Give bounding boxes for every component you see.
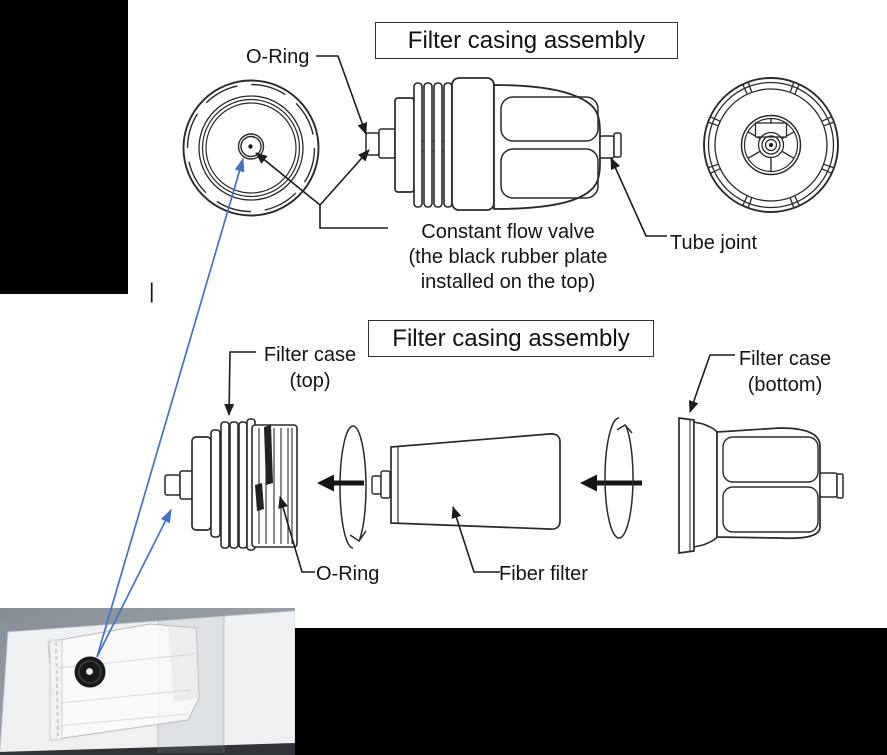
label-o-ring-top: O-Ring (246, 46, 310, 68)
title-box-top: Filter casing assembly (375, 22, 678, 59)
label-filter-case-top-line1: Filter case (263, 344, 357, 366)
case-bottom-body (716, 427, 821, 540)
black-panel-top-left (0, 0, 128, 294)
black-panel-bottom-right (295, 628, 887, 755)
bag-zip-edge (49, 639, 63, 741)
fiber-filter-nub-collar (380, 470, 391, 499)
label-filter-case-bottom-line2: (bottom) (747, 374, 823, 396)
box-shadow-edge (0, 743, 295, 755)
case-bottom-nub-tip (836, 473, 844, 499)
left-tube-fitting-collar (378, 128, 396, 159)
blue-arrow-to-case-top (96, 508, 172, 658)
photo-pointer-arrows (96, 157, 245, 658)
cap-step-plate (394, 97, 415, 193)
photo-art (0, 608, 295, 755)
cap-fins (413, 82, 453, 208)
leader-filter-case-top (224, 351, 256, 416)
leader-o-ring-top (316, 55, 367, 135)
label-filter-case-top: Filter case (top) (250, 342, 370, 394)
case-top-end-plate (191, 436, 212, 531)
leader-o-ring-middle (278, 496, 315, 573)
label-filter-case-top-line2: (top) (289, 370, 331, 392)
case-bottom-window-upper (722, 436, 819, 483)
label-constant-flow-valve-line1: Constant flow valve (421, 221, 595, 243)
filter-case-bottom-exploded (678, 417, 844, 554)
rim-ticks (707, 81, 835, 209)
case-top-fitting-tip (164, 474, 181, 496)
label-constant-flow-valve-line2: (the black rubber plate (408, 246, 608, 268)
case-bottom-window-lower (722, 486, 819, 533)
leader-fiber-filter (451, 506, 500, 573)
filter-body (493, 84, 601, 210)
leader-valve-to-center (255, 152, 321, 206)
leader-valve-bracket (319, 205, 388, 229)
assembly-arrow-right (580, 474, 642, 492)
case-bottom-step (693, 421, 718, 548)
rotation-arrow-left (339, 425, 367, 549)
case-top-fitting-collar (179, 470, 194, 500)
case-bottom-flange (678, 417, 695, 554)
cap-end-view (182, 79, 320, 217)
label-filter-case-bottom-line1: Filter case (738, 348, 832, 370)
label-filter-case-bottom: Filter case (bottom) (723, 346, 847, 398)
fiber-filter-nub-tip (371, 475, 382, 495)
label-fiber-filter: Fiber filter (499, 563, 588, 585)
title-box-middle: Filter casing assembly (368, 320, 654, 357)
rotation-arrow-right (604, 417, 634, 539)
right-tube-joint-stem (599, 135, 615, 159)
filter-case-top-exploded (164, 418, 298, 551)
assembled-filter-side-view (365, 77, 622, 211)
o-ring-glimpse-lower (255, 483, 264, 511)
label-constant-flow-valve: Constant flow valve (the black rubber pl… (382, 220, 634, 295)
case-bottom-nub-stem (819, 472, 838, 498)
o-ring-glimpse-upper (264, 425, 273, 485)
body-window-upper (500, 96, 599, 142)
plastic-bag (47, 623, 200, 741)
hub-tab (754, 122, 788, 138)
fiber-filter-cylinder (371, 433, 561, 530)
case-top-fins (210, 418, 256, 551)
hub-outer (740, 114, 802, 176)
o-ring-part (74, 656, 106, 688)
label-tube-joint: Tube joint (670, 232, 758, 254)
callout-leaders (224, 55, 735, 573)
leader-filter-case-bottom (688, 354, 735, 413)
title-middle-text: Filter casing assembly (392, 324, 630, 352)
valve-hole-outer (237, 133, 265, 160)
assembly-arrow-left (317, 474, 364, 492)
label-constant-flow-valve-line3: installed on the top) (420, 271, 596, 293)
body-window-lower (500, 148, 599, 199)
leader-valve-to-nub (319, 149, 370, 206)
leader-tube-joint (610, 157, 667, 237)
hub-spokes (747, 118, 795, 172)
label-o-ring-middle: O-Ring (316, 563, 380, 585)
right-tube-joint-tip (613, 132, 622, 158)
blue-arrow-to-cap-center (96, 157, 245, 658)
valve-hole-dot (248, 144, 253, 149)
wheel-end-view (703, 77, 839, 213)
photo-o-ring-in-bag (0, 608, 295, 755)
cap-crown (451, 77, 495, 211)
title-top-text: Filter casing assembly (407, 26, 646, 54)
stray-cursor-bar: | (149, 280, 155, 303)
